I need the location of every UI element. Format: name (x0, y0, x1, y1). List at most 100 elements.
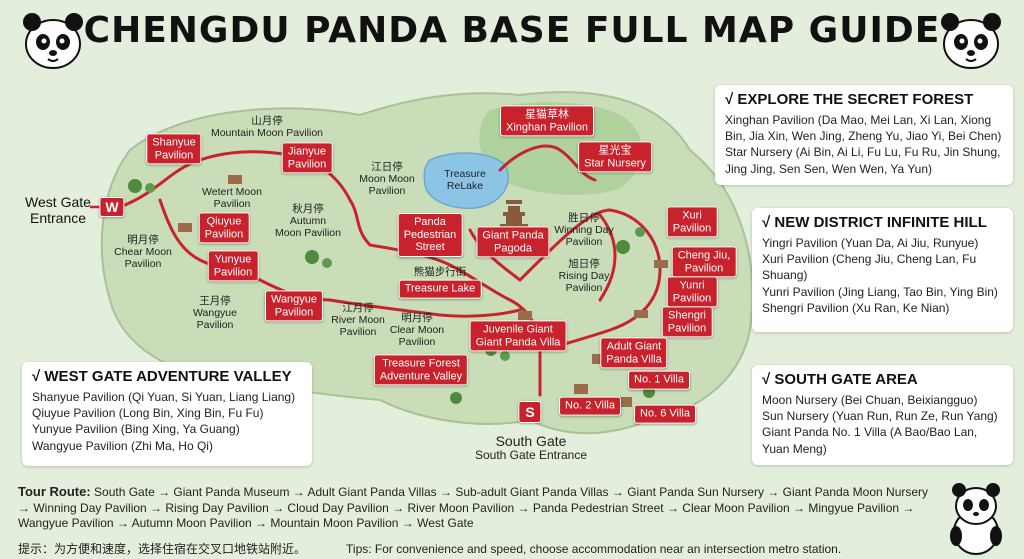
panel-title: √ NEW DISTRICT INFINITE HILL (762, 214, 987, 231)
tour-route-steps: South Gate → Giant Panda Museum → Adult … (18, 485, 929, 531)
map-label-treasure-forest-line: Adventure Valley (379, 370, 463, 382)
tree-icon (616, 240, 630, 254)
panel-row: Star Nursery (Ai Bin, Ai Li, Fu Lu, Fu R… (725, 145, 1001, 160)
map-text-chear-line: Pavilion (124, 258, 162, 271)
tour-route-text: Tour Route: South Gate → Giant Panda Mus… (18, 484, 938, 532)
map-text-wetert-line: Wetert Moon (202, 185, 262, 198)
panel-title: √ EXPLORE THE SECRET FOREST (725, 91, 974, 108)
panel-row: Xuri Pavilion (Cheng Jiu, Cheng Lan, Fu (762, 252, 977, 267)
map-label-qiuyue-line: Pavilion (204, 228, 244, 240)
tips-en: Tips: For convenience and speed, choose … (346, 542, 842, 556)
map-label-panda-street-line: Street (415, 241, 445, 254)
map-label-no6[interactable]: No. 6 Villa (634, 404, 696, 424)
pavilion-icon (592, 354, 606, 364)
map-text-relake-line: Treasure (444, 167, 486, 180)
map-text-street-cn: 熊猫步行街 (414, 266, 467, 278)
map-label-pagoda-line: Pagoda (494, 242, 532, 254)
tree-icon (128, 179, 142, 193)
panda-mascot-icon (950, 483, 1002, 555)
panel-row: Shengri Pavilion (Xu Ran, Ke Nian) (762, 300, 950, 315)
map-label-adult-line: Adult Giant (606, 340, 662, 353)
map-label-qiuyue-line: Qiuyue (206, 215, 242, 228)
west-gate-label: West Gate Entrance (25, 193, 91, 226)
west-gate-marker[interactable]: W (99, 196, 125, 218)
panda-mascot-icon (941, 13, 1001, 69)
map-text-rising-line: Pavilion (565, 282, 603, 295)
map-label-juvenile-line: Giant Panda Villa (475, 336, 561, 348)
map-label-wangyue-line: Wangyue (270, 293, 318, 306)
map-text-moon-moon-line: 江日停 (371, 160, 403, 173)
map-text-autumn-line: Autumn (289, 214, 327, 227)
map-text-rising-line: Rising Day (558, 269, 610, 282)
pavilion-icon (654, 260, 668, 268)
map-label-no1-line: No. 1 Villa (634, 373, 684, 386)
map-label-panda-street-line: Panda (414, 216, 446, 229)
map-label-chengjiu[interactable]: Cheng Jiu,Pavilion (671, 246, 737, 278)
tour-route-label: Tour Route: (18, 484, 91, 499)
pavilion-icon (178, 223, 192, 232)
tips: 提示：为方便和速度，选择住宿在交叉口地铁站附近。Tips: For conven… (18, 540, 841, 557)
map-label-jianyue-line: Pavilion (287, 158, 327, 170)
map-text-relake-line: ReLake (446, 180, 484, 192)
map-label-treasure-lake-line: Treasure Lake (404, 282, 476, 295)
panel-row: Qiuyue Pavilion (Long Bin, Xing Bin, Fu … (32, 406, 264, 421)
panel-row: Yunri Pavilion (Jing Liang, Tao Bin, Yin… (762, 284, 998, 299)
map-label-shanyue-line: Pavilion (154, 149, 194, 161)
map-text-clear-moon-line: Clear Moon (389, 323, 445, 336)
pavilion-icon (228, 175, 242, 184)
map-label-yunyue-line: Pavilion (213, 266, 253, 278)
map-label-xuri-line: Xuri (682, 209, 702, 222)
pavilion-icon (574, 384, 588, 394)
map-label-chengjiu-line: Pavilion (684, 262, 724, 274)
pavilion-icons (178, 175, 668, 407)
map-label-xuri-line: Pavilion (672, 222, 712, 234)
tree-icon (145, 183, 155, 193)
panel-title: √ SOUTH GATE AREA (762, 371, 918, 388)
panel-row: Yuan Meng) (762, 441, 827, 456)
map-text-chear-line: Chear Moon (114, 245, 172, 258)
pavilion-icon (518, 311, 532, 320)
map-label-no1[interactable]: No. 1 Villa (628, 370, 690, 390)
panel-row: Wangyue Pavilion (Zhi Ma, Ho Qi) (32, 438, 213, 453)
map-label-no2[interactable]: No. 2 Villa (559, 396, 621, 416)
map-text-chear-line: 明月停 (127, 233, 159, 246)
pagoda-icon (500, 200, 528, 228)
map-text-river-moon-line: 江月停 (342, 301, 374, 314)
map-text-moon-moon-line: Pavilion (368, 185, 406, 198)
map-label-shengri-line: Pavilion (667, 322, 707, 334)
map-label-treasure-lake[interactable]: Treasure Lake (398, 279, 482, 299)
treasure-relake (423, 152, 509, 209)
map-text-wangyue-cn-line: Wangyue (193, 306, 237, 319)
panel-title: √ WEST GATE ADVENTURE VALLEY (32, 368, 292, 385)
map-label-yunri-line: Yunri (679, 279, 705, 292)
map-label-juvenile-line: Juvenile Giant (483, 323, 553, 336)
pavilion-icon (620, 397, 632, 407)
south-gate-marker[interactable]: S (518, 400, 542, 424)
map-label-pagoda-line: Giant Panda (482, 229, 544, 242)
south-gate-label: South Gate South Gate Entrance (474, 433, 588, 463)
map-label-jianyue-line: Jianyue (288, 145, 326, 158)
